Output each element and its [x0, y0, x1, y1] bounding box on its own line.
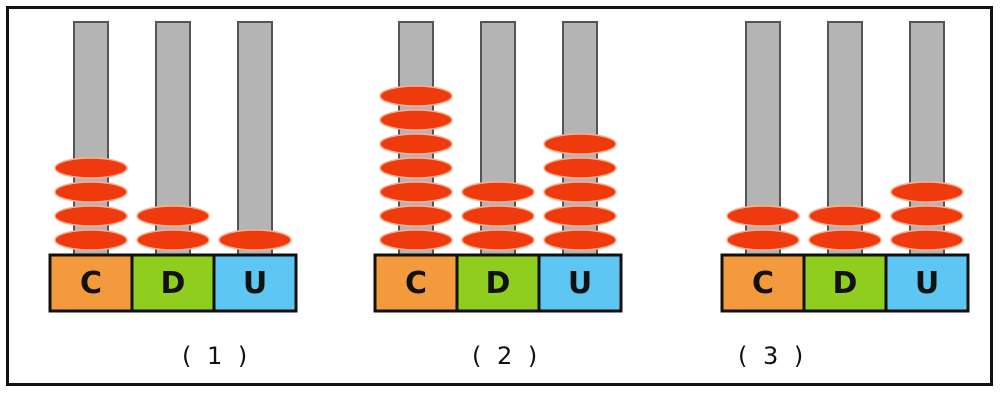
abacus-1-bead-c-1	[54, 229, 128, 251]
abacus-2-caption: ( 2 )	[472, 342, 542, 370]
abacus-1-label-u: U	[243, 266, 267, 301]
abacus-1-bead-c-2	[54, 205, 128, 227]
abacus-3-bead-d-2	[808, 205, 882, 227]
abacus-2-bead-c-4	[379, 157, 453, 179]
abacus-3-cell-c	[720, 253, 806, 313]
abacus-2-bead-c-5	[379, 133, 453, 155]
abacus-2-bead-c-6	[379, 109, 453, 131]
abacus-2-bead-c-7	[379, 85, 453, 107]
abacus-2-cell-u	[537, 253, 623, 313]
abacus-2-bead-u-5	[543, 133, 617, 155]
abacus-2-label-d: D	[486, 266, 511, 301]
abacus-1-bead-c-3	[54, 181, 128, 203]
abacus-2-bead-c-1	[379, 229, 453, 251]
abacus-3-bead-c-1	[726, 229, 800, 251]
abacus-1-label-d: D	[161, 266, 186, 301]
abacus-1-caption: ( 1 )	[182, 342, 252, 370]
abacus-3-bead-u-1	[890, 229, 964, 251]
abacus-3-cell-u	[884, 253, 970, 313]
abacus-3-cell-d	[802, 253, 888, 313]
abacus-1-bead-d-1	[136, 229, 210, 251]
abacus-2-bead-u-1	[543, 229, 617, 251]
abacus-2-cell-c	[373, 253, 459, 313]
abacus-2-bead-d-2	[461, 205, 535, 227]
abacus-3-label-u: U	[915, 266, 939, 301]
abacus-2-bead-u-4	[543, 157, 617, 179]
abacus-2-label-c: C	[405, 266, 427, 301]
abacus-2-bead-c-2	[379, 205, 453, 227]
abacus-3-bead-c-2	[726, 205, 800, 227]
abacus-2-bead-d-3	[461, 181, 535, 203]
abacus-1-label-c: C	[80, 266, 102, 301]
abacus-3-label-c: C	[752, 266, 774, 301]
abacus-3-label-d: D	[833, 266, 858, 301]
abacus-2-bead-c-3	[379, 181, 453, 203]
abacus-1-bead-u-1	[218, 229, 292, 251]
abacus-3-bead-u-3	[890, 181, 964, 203]
abacus-1-cell-d	[130, 253, 216, 313]
abacus-1-rod-u	[237, 21, 273, 256]
abacus-1-cell-u	[212, 253, 298, 313]
abacus-2-bead-d-1	[461, 229, 535, 251]
abacus-2-bead-u-3	[543, 181, 617, 203]
abacus-1-bead-c-4	[54, 157, 128, 179]
abacus-1-bead-d-2	[136, 205, 210, 227]
abacus-3-bead-u-2	[890, 205, 964, 227]
abacus-3-caption: ( 3 )	[738, 342, 808, 370]
abacus-2-bead-u-2	[543, 205, 617, 227]
abacus-3-bead-d-1	[808, 229, 882, 251]
abacus-2-label-u: U	[568, 266, 592, 301]
